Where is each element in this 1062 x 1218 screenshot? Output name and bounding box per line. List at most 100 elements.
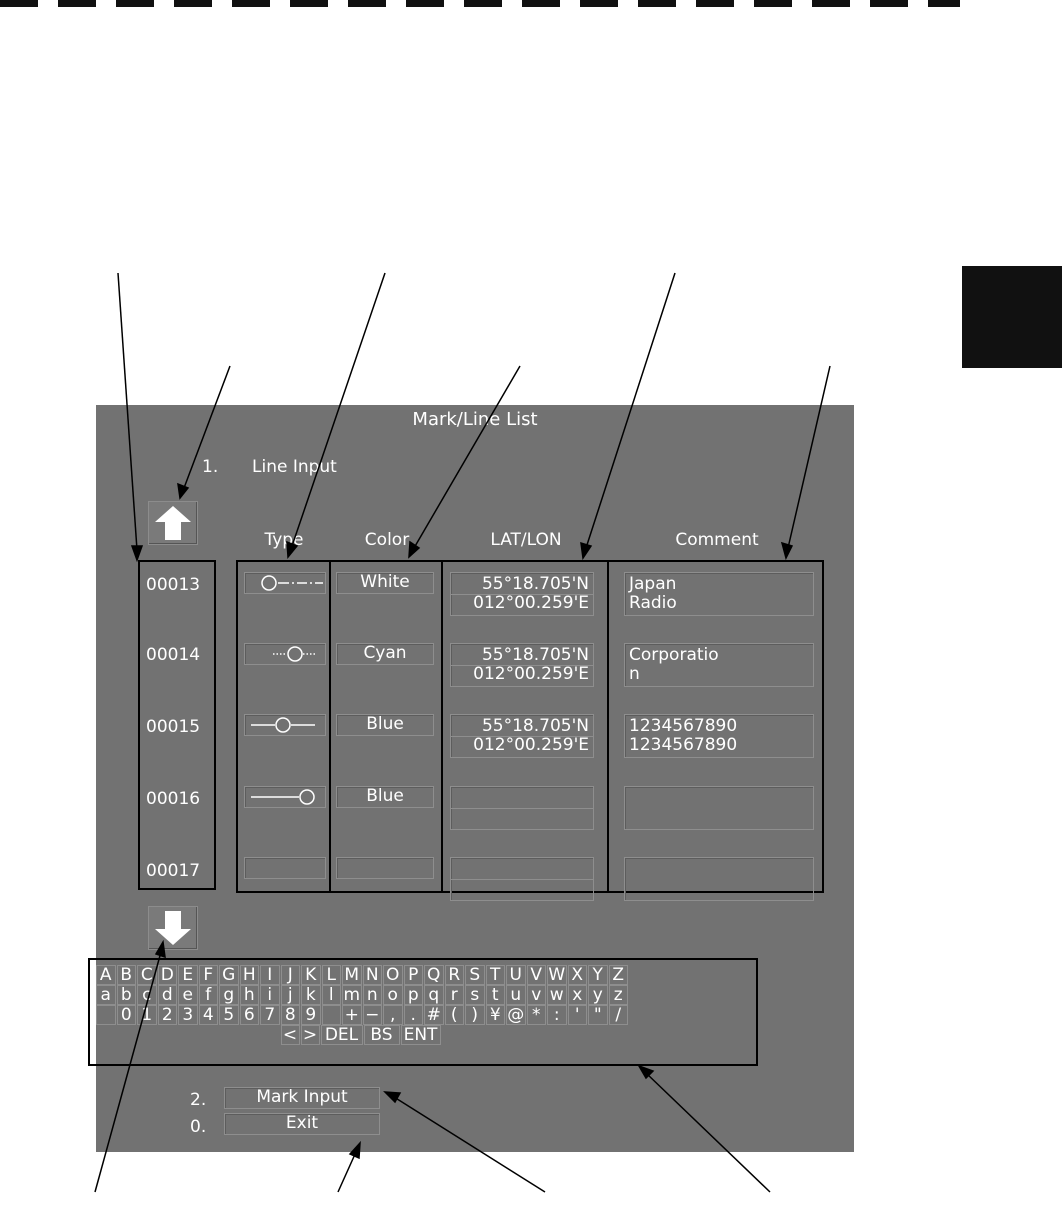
mark-input-button[interactable]: Mark Input bbox=[224, 1087, 380, 1109]
keyboard-key[interactable]: L bbox=[321, 965, 341, 985]
comment-field[interactable]: Corporatio n bbox=[624, 643, 814, 687]
keyboard-key-bs[interactable]: BS bbox=[363, 1025, 400, 1045]
line-type-field[interactable] bbox=[244, 643, 326, 665]
keyboard-key[interactable]: j bbox=[280, 985, 300, 1005]
keyboard-key[interactable]: c bbox=[137, 985, 157, 1005]
keyboard-key[interactable]: Z bbox=[608, 965, 628, 985]
keyboard-key[interactable]: B bbox=[116, 965, 136, 985]
keyboard-key[interactable]: − bbox=[362, 1005, 382, 1025]
keyboard-key[interactable]: U bbox=[506, 965, 526, 985]
keyboard-key[interactable]: v bbox=[526, 985, 546, 1005]
keyboard-key[interactable]: i bbox=[260, 985, 280, 1005]
key-blank[interactable] bbox=[321, 1005, 341, 1025]
keyboard-key[interactable]: / bbox=[608, 1005, 628, 1025]
keyboard-key[interactable]: 1 bbox=[137, 1005, 157, 1025]
keyboard-key-ent[interactable]: ENT bbox=[400, 1025, 441, 1045]
latlon-field[interactable] bbox=[450, 786, 594, 830]
keyboard-key[interactable]: : bbox=[547, 1005, 567, 1025]
keyboard-key[interactable]: ) bbox=[465, 1005, 485, 1025]
line-type-field[interactable] bbox=[244, 786, 326, 808]
keyboard-key[interactable]: J bbox=[280, 965, 300, 985]
keyboard-key[interactable]: ' bbox=[567, 1005, 587, 1025]
latlon-field[interactable] bbox=[450, 857, 594, 901]
row-number[interactable]: 00016 bbox=[146, 789, 201, 809]
keyboard-key[interactable]: E bbox=[178, 965, 198, 985]
row-number[interactable]: 00017 bbox=[146, 861, 201, 881]
comment-field[interactable] bbox=[624, 857, 814, 901]
keyboard-key[interactable]: l bbox=[321, 985, 341, 1005]
keyboard-key[interactable]: ¥ bbox=[485, 1005, 505, 1025]
keyboard-key[interactable]: P bbox=[403, 965, 423, 985]
keyboard-key[interactable]: b bbox=[116, 985, 136, 1005]
keyboard-key[interactable]: w bbox=[547, 985, 567, 1005]
keyboard-key[interactable]: z bbox=[608, 985, 628, 1005]
keyboard-key[interactable]: * bbox=[526, 1005, 546, 1025]
comment-field[interactable]: Japan Radio bbox=[624, 572, 814, 616]
color-field[interactable]: Blue bbox=[336, 786, 434, 808]
keyboard-key[interactable]: h bbox=[239, 985, 259, 1005]
exit-button[interactable]: Exit bbox=[224, 1113, 380, 1135]
scroll-down-button[interactable] bbox=[148, 906, 198, 950]
keyboard-key[interactable]: 2 bbox=[157, 1005, 177, 1025]
latlon-field[interactable]: 55°18.705'N 012°00.259'E bbox=[450, 643, 594, 687]
keyboard-key[interactable]: 8 bbox=[280, 1005, 300, 1025]
line-type-field[interactable] bbox=[244, 572, 326, 594]
keyboard-key[interactable]: r bbox=[444, 985, 464, 1005]
keyboard-key[interactable]: t bbox=[485, 985, 505, 1005]
keyboard-key[interactable]: q bbox=[424, 985, 444, 1005]
keyboard-key[interactable]: o bbox=[383, 985, 403, 1005]
keyboard-key[interactable]: p bbox=[403, 985, 423, 1005]
scroll-up-button[interactable] bbox=[148, 501, 198, 545]
line-type-field[interactable] bbox=[244, 857, 326, 879]
keyboard-key[interactable]: 6 bbox=[239, 1005, 259, 1025]
keyboard-key[interactable]: g bbox=[219, 985, 239, 1005]
keyboard-key[interactable]: D bbox=[157, 965, 177, 985]
line-type-field[interactable] bbox=[244, 714, 326, 736]
keyboard-key-del[interactable]: DEL bbox=[320, 1025, 363, 1045]
cursor-right-key[interactable]: > bbox=[300, 1025, 320, 1045]
latlon-field[interactable]: 55°18.705'N 012°00.259'E bbox=[450, 572, 594, 616]
keyboard-key[interactable]: N bbox=[362, 965, 382, 985]
keyboard-key[interactable]: + bbox=[342, 1005, 362, 1025]
line-input-menu-item[interactable]: Line Input bbox=[252, 457, 337, 477]
keyboard-key[interactable]: A bbox=[96, 965, 116, 985]
keyboard-key[interactable]: y bbox=[588, 985, 608, 1005]
keyboard-key[interactable]: , bbox=[383, 1005, 403, 1025]
keyboard-key[interactable]: S bbox=[465, 965, 485, 985]
keyboard-key[interactable]: Q bbox=[424, 965, 444, 985]
keyboard-key[interactable]: K bbox=[301, 965, 321, 985]
keyboard-key[interactable]: M bbox=[342, 965, 362, 985]
keyboard-key[interactable]: n bbox=[362, 985, 382, 1005]
keyboard-key[interactable]: 7 bbox=[260, 1005, 280, 1025]
keyboard-key[interactable]: 5 bbox=[219, 1005, 239, 1025]
keyboard-key[interactable]: # bbox=[424, 1005, 444, 1025]
comment-field[interactable]: 1234567890 1234567890 bbox=[624, 714, 814, 758]
keyboard-key[interactable]: 3 bbox=[178, 1005, 198, 1025]
keyboard-key[interactable]: F bbox=[198, 965, 218, 985]
key-blank[interactable] bbox=[96, 1005, 116, 1025]
keyboard-key[interactable]: a bbox=[96, 985, 116, 1005]
comment-field[interactable] bbox=[624, 786, 814, 830]
keyboard-key[interactable]: m bbox=[342, 985, 362, 1005]
color-field[interactable] bbox=[336, 857, 434, 879]
keyboard-key[interactable]: e bbox=[178, 985, 198, 1005]
keyboard-key[interactable]: k bbox=[301, 985, 321, 1005]
keyboard-key[interactable]: V bbox=[526, 965, 546, 985]
cursor-left-key[interactable]: < bbox=[280, 1025, 300, 1045]
keyboard-key[interactable]: C bbox=[137, 965, 157, 985]
keyboard-key[interactable]: G bbox=[219, 965, 239, 985]
keyboard-key[interactable]: O bbox=[383, 965, 403, 985]
keyboard-key[interactable]: I bbox=[260, 965, 280, 985]
row-number[interactable]: 00014 bbox=[146, 645, 201, 665]
keyboard-key[interactable]: 9 bbox=[301, 1005, 321, 1025]
keyboard-key[interactable]: T bbox=[485, 965, 505, 985]
keyboard-key[interactable]: 0 bbox=[116, 1005, 136, 1025]
keyboard-key[interactable]: @ bbox=[506, 1005, 526, 1025]
color-field[interactable]: Cyan bbox=[336, 643, 434, 665]
keyboard-key[interactable]: W bbox=[547, 965, 567, 985]
keyboard-key[interactable]: 4 bbox=[198, 1005, 218, 1025]
keyboard-key[interactable]: R bbox=[444, 965, 464, 985]
row-number[interactable]: 00013 bbox=[146, 575, 201, 595]
keyboard-key[interactable]: H bbox=[239, 965, 259, 985]
color-field[interactable]: Blue bbox=[336, 714, 434, 736]
